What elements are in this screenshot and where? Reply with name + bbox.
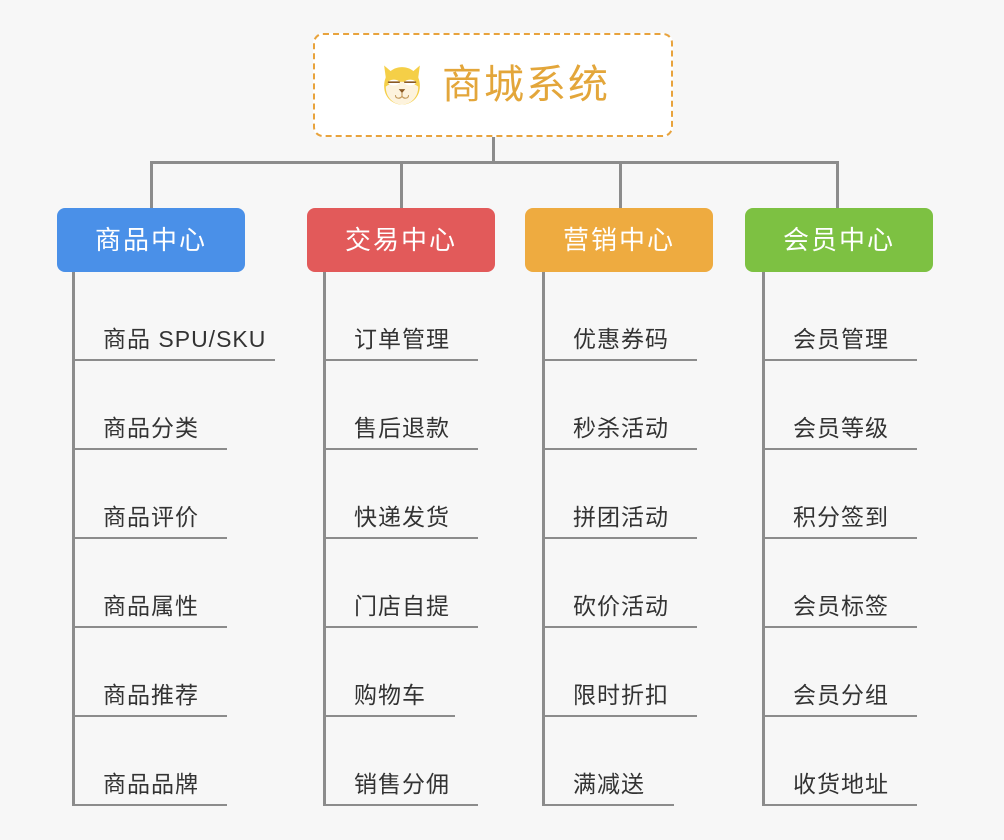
connector-root-stem <box>492 137 495 164</box>
leaf-item[interactable]: 订单管理 <box>323 272 478 361</box>
leaf-label: 限时折扣 <box>573 682 669 708</box>
leaf-label: 满减送 <box>573 771 645 797</box>
leaf-label: 商品推荐 <box>103 682 199 708</box>
connector-drop-4 <box>836 161 839 209</box>
leaf-item[interactable]: 商品分类 <box>72 361 227 450</box>
shiba-dog-face-icon <box>384 65 420 105</box>
leaf-item[interactable]: 售后退款 <box>323 361 478 450</box>
leaf-label: 购物车 <box>354 682 426 708</box>
leaf-label: 砍价活动 <box>573 593 669 619</box>
leaf-item[interactable]: 商品属性 <box>72 539 227 628</box>
leaf-label: 会员等级 <box>793 415 889 441</box>
leaf-item[interactable]: 拼团活动 <box>542 450 697 539</box>
leaf-item[interactable]: 积分签到 <box>762 450 917 539</box>
connector-drop-1 <box>150 161 153 209</box>
category-label: 营销中心 <box>562 225 675 255</box>
leaf-label: 收货地址 <box>793 771 889 797</box>
leaf-item[interactable]: 收货地址 <box>762 717 917 806</box>
leaf-label: 秒杀活动 <box>573 415 669 441</box>
leaf-label: 商品分类 <box>103 415 199 441</box>
leaf-item[interactable]: 会员标签 <box>762 539 917 628</box>
leaf-label: 会员管理 <box>793 326 889 352</box>
leaf-item[interactable]: 快递发货 <box>323 450 478 539</box>
leaf-label: 商品评价 <box>103 504 199 530</box>
category-label: 会员中心 <box>782 225 895 255</box>
leaf-item[interactable]: 会员分组 <box>762 628 917 717</box>
connector-trunk-2 <box>323 272 326 806</box>
leaf-item[interactable]: 商品推荐 <box>72 628 227 717</box>
connector-bus-bar <box>150 161 839 164</box>
leaf-label: 会员标签 <box>793 593 889 619</box>
leaf-label: 门店自提 <box>354 593 450 619</box>
leaf-label: 优惠券码 <box>573 326 669 352</box>
leaf-label: 拼团活动 <box>573 504 669 530</box>
leaf-label: 积分签到 <box>793 504 889 530</box>
leaf-item[interactable]: 限时折扣 <box>542 628 697 717</box>
leaf-label: 销售分佣 <box>354 771 450 797</box>
category-box-member[interactable]: 会员中心 <box>745 208 933 272</box>
leaf-item[interactable]: 优惠券码 <box>542 272 697 361</box>
leaf-label: 售后退款 <box>354 415 450 441</box>
leaf-item[interactable]: 会员管理 <box>762 272 917 361</box>
category-box-marketing[interactable]: 营销中心 <box>525 208 713 272</box>
connector-drop-3 <box>619 161 622 209</box>
leaf-label: 会员分组 <box>793 682 889 708</box>
leaf-item[interactable]: 砍价活动 <box>542 539 697 628</box>
leaf-item[interactable]: 门店自提 <box>323 539 478 628</box>
connector-trunk-1 <box>72 272 75 806</box>
leaf-label: 快递发货 <box>354 504 450 530</box>
leaf-item[interactable]: 商品评价 <box>72 450 227 539</box>
leaf-label: 商品属性 <box>103 593 199 619</box>
connector-drop-2 <box>400 161 403 209</box>
category-box-product[interactable]: 商品中心 <box>57 208 245 272</box>
leaf-item[interactable]: 会员等级 <box>762 361 917 450</box>
leaf-label: 订单管理 <box>354 326 450 352</box>
leaf-item[interactable]: 商品品牌 <box>72 717 227 806</box>
connector-trunk-4 <box>762 272 765 806</box>
leaf-label: 商品品牌 <box>103 771 199 797</box>
category-label: 商品中心 <box>94 225 207 255</box>
leaf-item[interactable]: 销售分佣 <box>323 717 478 806</box>
leaf-item[interactable]: 满减送 <box>542 717 674 806</box>
root-title: 商城系统 <box>442 63 610 107</box>
leaf-item[interactable]: 商品 SPU/SKU <box>72 272 275 361</box>
category-label: 交易中心 <box>344 225 457 255</box>
category-box-trade[interactable]: 交易中心 <box>307 208 495 272</box>
root-node[interactable]: 商城系统 <box>313 33 673 137</box>
leaf-item[interactable]: 秒杀活动 <box>542 361 697 450</box>
connector-trunk-3 <box>542 272 545 806</box>
leaf-item[interactable]: 购物车 <box>323 628 455 717</box>
leaf-label: 商品 SPU/SKU <box>103 326 267 352</box>
